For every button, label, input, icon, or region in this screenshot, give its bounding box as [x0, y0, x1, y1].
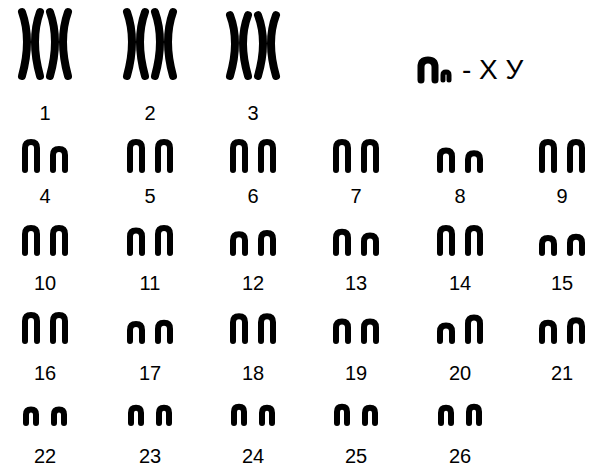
- chromosome: [440, 228, 452, 253]
- chromosome: [336, 232, 348, 253]
- chromosome: [364, 142, 376, 170]
- chromosome-number: 1: [39, 103, 50, 123]
- chromosome-number: 24: [242, 446, 264, 466]
- chromosome-number: 15: [551, 273, 573, 293]
- chromosome-number: 3: [247, 103, 258, 123]
- chromosome: [261, 233, 273, 253]
- chromosome: [159, 408, 169, 423]
- chromosome: [542, 142, 554, 170]
- chromosome-number: 4: [39, 186, 50, 206]
- chromosome: [26, 409, 36, 423]
- chromosome: [468, 228, 480, 253]
- chromosome: [130, 231, 142, 254]
- chromosome: [234, 407, 244, 423]
- chromosome: [155, 12, 173, 76]
- chromosome: [258, 15, 276, 76]
- chromosome: [230, 15, 248, 76]
- chromosome-number: 11: [140, 273, 161, 293]
- chromosome: [570, 320, 582, 341]
- chromosome-number: 16: [34, 363, 56, 383]
- chromosome: [22, 12, 40, 76]
- chromosome: [542, 323, 554, 341]
- chromosome-number: 13: [345, 273, 367, 293]
- chromosome: [440, 150, 452, 170]
- chromosome-number: 19: [345, 363, 367, 383]
- chromosome: [131, 408, 141, 423]
- chromosome-number: 7: [350, 186, 361, 206]
- chromosome: [337, 407, 347, 423]
- chromosome: [233, 316, 245, 341]
- chromosome: [127, 12, 145, 76]
- chromosome: [570, 237, 582, 253]
- chromosome: [25, 142, 37, 170]
- chromosome: [441, 408, 451, 423]
- chromosome: [158, 323, 170, 341]
- chromosome: [468, 318, 480, 341]
- chromosome: [440, 325, 452, 341]
- chromosome-number: 22: [34, 446, 56, 466]
- chromosome: [233, 234, 245, 253]
- chromosome-number: 10: [34, 273, 56, 293]
- chromosome: [130, 142, 142, 170]
- chromosome: [262, 408, 272, 423]
- chromosome: [336, 322, 348, 342]
- chromosome-number: 20: [449, 363, 471, 383]
- chromosome-number: 23: [139, 446, 161, 466]
- chromosome-number: 25: [345, 446, 367, 466]
- chromosome-number: 18: [242, 363, 264, 383]
- chromosome-number: 21: [551, 363, 573, 383]
- chromosome-number: 2: [144, 103, 155, 123]
- chromosome-number: 26: [449, 446, 471, 466]
- chromosome: [364, 236, 376, 254]
- chromosome: [542, 238, 554, 253]
- chromosome: [336, 142, 348, 170]
- chromosome: [261, 142, 273, 170]
- chromosome: [158, 142, 170, 170]
- chromosome: [365, 408, 375, 423]
- chromosome-number: 5: [144, 186, 155, 206]
- chromosome-number: 12: [242, 273, 264, 293]
- chromosome: [261, 316, 273, 341]
- chromosome: [233, 142, 245, 170]
- chromosome: [421, 60, 435, 80]
- chromosome: [50, 12, 68, 76]
- chromosome-number: 17: [139, 363, 161, 383]
- chromosome: [158, 228, 170, 253]
- sex-chromosome-label: - X У: [462, 56, 523, 84]
- chromosome-number: 14: [449, 273, 471, 293]
- chromosome-number: 6: [247, 186, 258, 206]
- chromosome: [468, 153, 480, 170]
- chromosome: [364, 322, 376, 342]
- chromosome: [25, 228, 37, 253]
- chromosome: [130, 324, 142, 341]
- chromosome: [570, 142, 582, 170]
- chromosome: [53, 149, 65, 170]
- chromosome: [54, 409, 64, 423]
- chromosome: [469, 407, 479, 423]
- chromosome-number: 8: [454, 186, 465, 206]
- chromosome: [53, 315, 65, 341]
- chromosome: [443, 72, 449, 80]
- chromosome: [25, 315, 37, 341]
- chromosome: [53, 228, 65, 253]
- chromosome-number: 9: [556, 186, 567, 206]
